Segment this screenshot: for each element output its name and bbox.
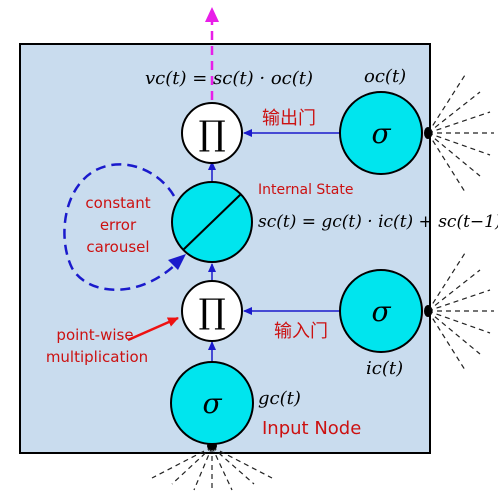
output-gate-node	[339, 91, 423, 175]
input-gate-junction	[424, 305, 432, 317]
input-node-sigma: σ	[202, 387, 222, 420]
output-gate-cn-label: 输出门	[262, 108, 316, 129]
pointwise-label-line2: multiplication	[46, 348, 148, 366]
internal-state-slash	[182, 193, 242, 251]
input-gate-incoming-connections	[427, 252, 494, 371]
input-product-node	[181, 280, 243, 342]
cec-label-line3: carousel	[86, 238, 149, 256]
output-gate-sigma: σ	[371, 117, 391, 150]
output-gate-junction	[424, 127, 432, 139]
input-node-incoming-connections	[151, 446, 273, 492]
input-node-name: Input Node	[262, 418, 361, 439]
output-product-symbol: ∏	[198, 114, 225, 154]
input-node	[170, 361, 254, 445]
constant-error-carousel-loop	[63, 163, 179, 291]
output-product-node	[181, 102, 243, 164]
internal-state-label: Internal State	[258, 182, 353, 198]
output-gate-label: oc(t)	[364, 66, 406, 87]
input-gate-node	[339, 269, 423, 353]
internal-state-equation: sc(t) = gc(t) · ic(t) + sc(t−1)	[258, 212, 498, 232]
pointwise-annotation-arrow	[127, 316, 179, 342]
output-gate-incoming-connections	[427, 74, 494, 193]
cec-label-line1: constant	[85, 194, 150, 212]
carousel-arrowhead	[168, 254, 186, 270]
cec-label-line2: error	[100, 216, 137, 234]
input-gate-sigma: σ	[371, 295, 391, 328]
input-node-label: gc(t)	[258, 388, 301, 409]
input-product-symbol: ∏	[198, 292, 225, 332]
input-gate-cn-label: 输入门	[274, 321, 328, 342]
input-gate-label: ic(t)	[366, 358, 403, 379]
pointwise-label-line1: point-wise	[56, 326, 133, 344]
cell-output-equation: vc(t) = sc(t) · oc(t)	[145, 68, 313, 89]
